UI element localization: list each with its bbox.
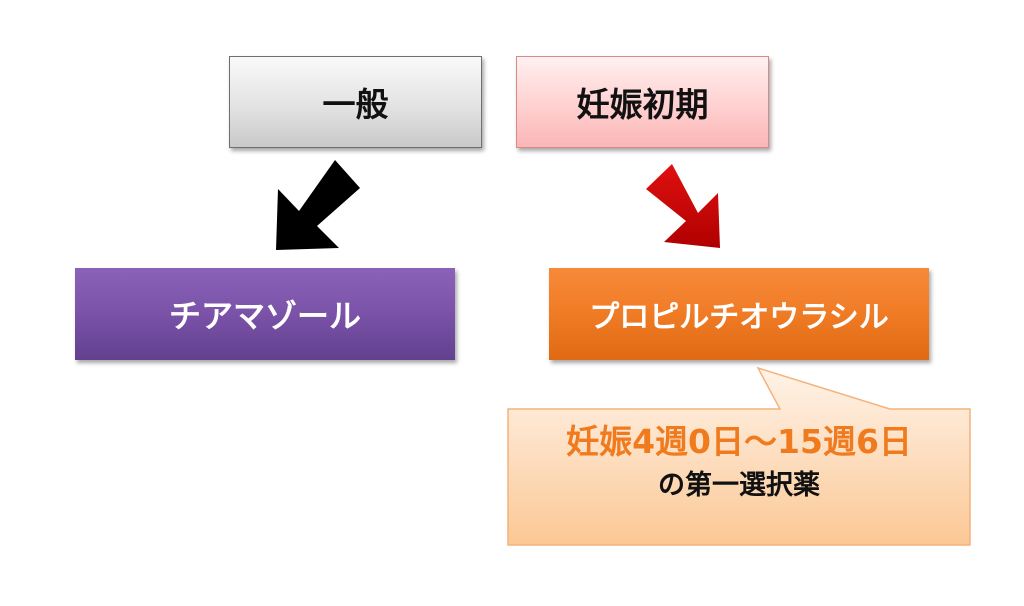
ptu-label: プロピルチオウラシル (589, 300, 889, 335)
callout-period-text: 妊娠4週0日～15週6日 (566, 422, 912, 461)
ptu-box: プロピルチオウラシル (549, 268, 929, 360)
general-label: 一般 (322, 85, 389, 124)
general-arrow-down-left-icon (276, 160, 360, 250)
thiamazole-label: チアマゾール (168, 297, 361, 335)
thiamazole-box: チアマゾール (75, 268, 455, 360)
early-arrow-down-right-icon (646, 164, 720, 248)
callout-first-choice-text: の第一選択薬 (658, 470, 820, 501)
early-pregnancy-box: 妊娠初期 (516, 56, 769, 148)
general-box: 一般 (229, 56, 482, 148)
callout-text: 妊娠4週0日～15週6日 の第一選択薬 (508, 418, 970, 506)
early-pregnancy-label: 妊娠初期 (576, 85, 709, 124)
